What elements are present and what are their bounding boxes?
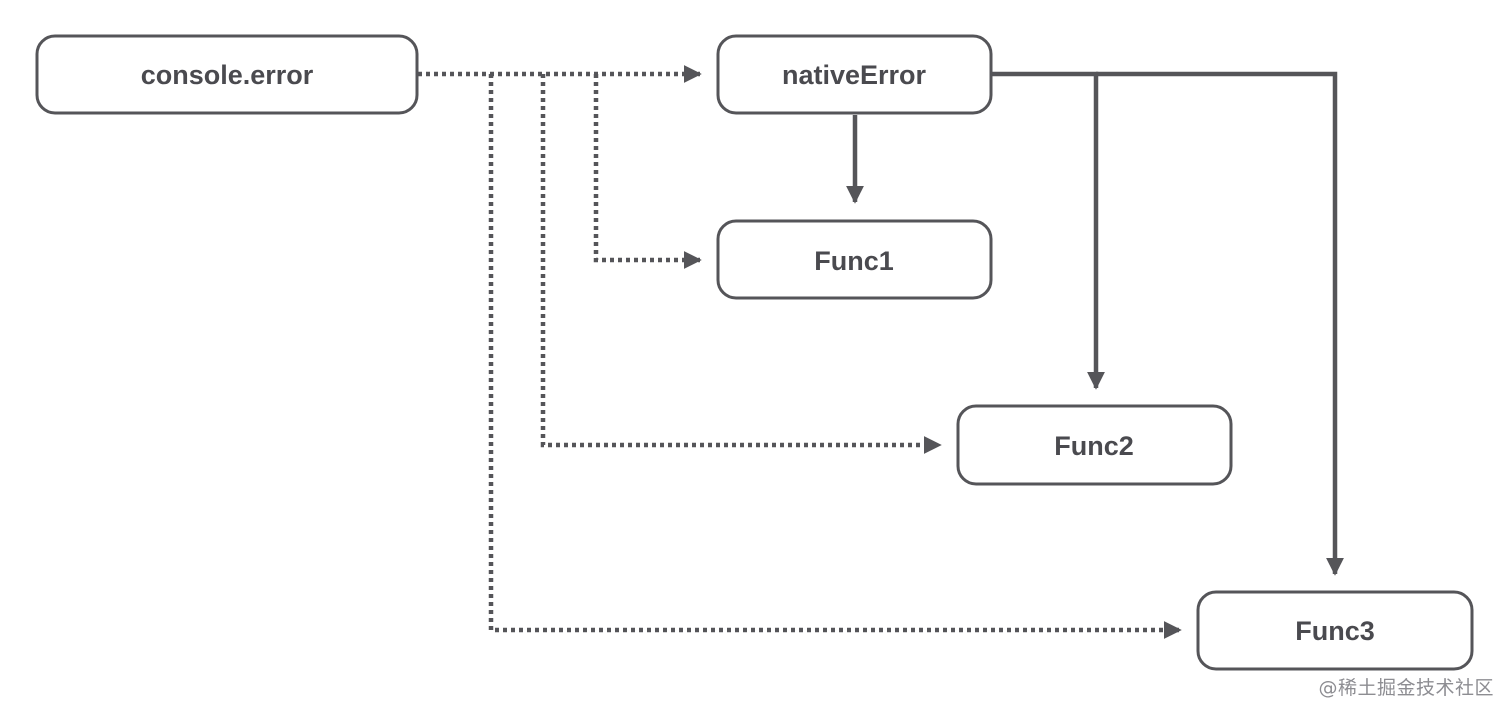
node-label: Func2 — [1054, 431, 1134, 461]
edge-console-error-to-func3 — [488, 74, 1182, 639]
edge-console-error-to-func1 — [593, 74, 702, 269]
node-box — [1196, 590, 1474, 671]
dotted-edges — [418, 65, 1182, 639]
node-label: Func3 — [1295, 616, 1375, 646]
edge-native-error-to-func3 — [1096, 71, 1344, 576]
node-label: Func1 — [814, 246, 894, 276]
edge-console-error-to-func2 — [540, 74, 942, 454]
node-func2[interactable]: Func2 — [956, 404, 1233, 486]
node-box — [35, 34, 419, 115]
node-func1[interactable]: Func1 — [716, 219, 993, 300]
solid-edges — [846, 71, 1344, 576]
edge-native-error-to-func2 — [992, 71, 1105, 390]
node-box — [716, 219, 993, 300]
node-native-error[interactable]: nativeError — [716, 34, 993, 115]
watermark-text: @稀土掘金技术社区 — [1318, 677, 1494, 699]
node-console-error[interactable]: console.error — [35, 34, 419, 115]
node-label: console.error — [141, 60, 314, 90]
node-label: nativeError — [782, 60, 927, 90]
node-box — [956, 404, 1233, 486]
node-box — [716, 34, 993, 115]
node-func3[interactable]: Func3 — [1196, 590, 1474, 671]
